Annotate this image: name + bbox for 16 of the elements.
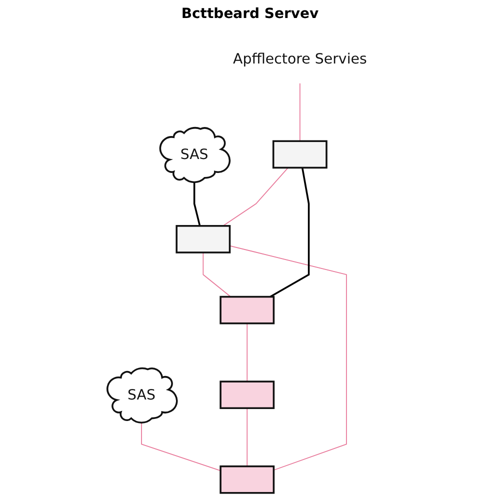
node-text: Apfflectore Servies <box>232 50 366 67</box>
connector <box>140 422 221 472</box>
connector <box>299 82 300 142</box>
node-box <box>219 380 274 410</box>
connector <box>202 252 231 298</box>
node-box <box>219 296 274 324</box>
connector <box>193 182 200 226</box>
connector <box>222 167 288 226</box>
connector <box>228 245 346 471</box>
server-caption: Bcttbeard Servev <box>181 6 319 22</box>
connector <box>246 322 248 382</box>
connector <box>269 168 310 298</box>
node-box <box>272 140 327 169</box>
node-box <box>175 225 230 254</box>
node-box <box>219 465 274 494</box>
connector <box>246 408 248 467</box>
